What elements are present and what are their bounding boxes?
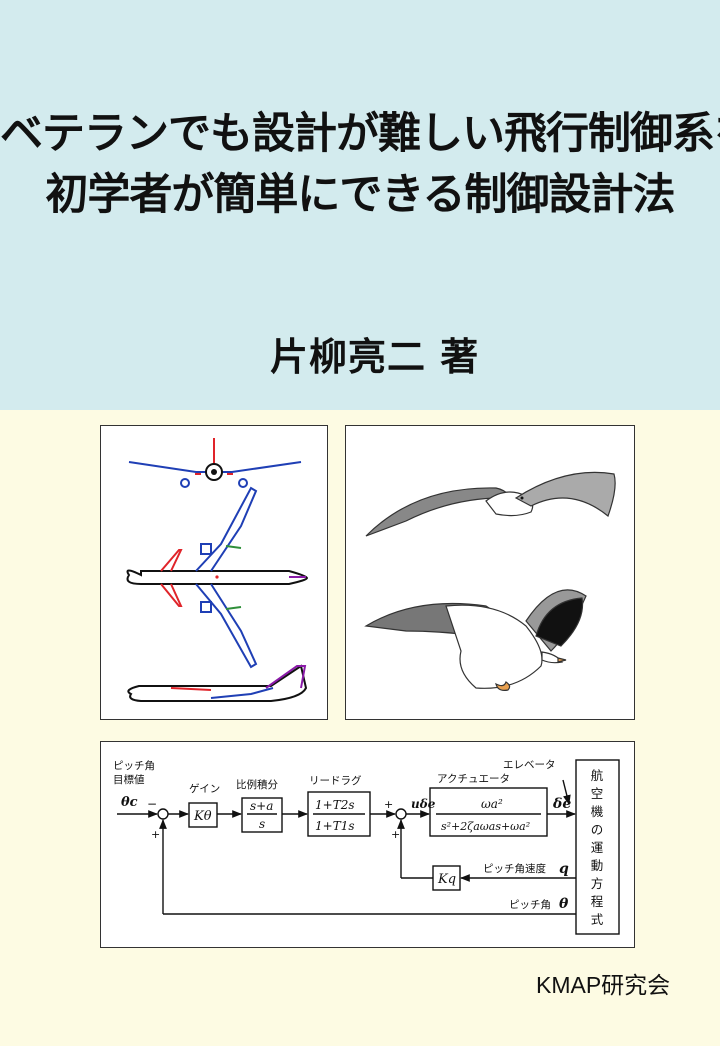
eom-char: 方 xyxy=(591,876,604,891)
plus-sign-1: + xyxy=(151,828,160,841)
eom-char: 空 xyxy=(591,786,604,801)
actuator-denominator: s²+2ζaωas+ωa² xyxy=(441,820,530,833)
elevator-label: エレベータ xyxy=(503,759,556,771)
seagulls xyxy=(364,471,616,691)
actuator-label: アクチュエータ xyxy=(437,773,510,785)
leadlag-numerator: 1+T2s xyxy=(315,798,355,812)
title-line-1: ベテランでも設計が難しい飛行制御系を xyxy=(0,109,720,159)
airplane-side-view xyxy=(127,664,308,702)
u-delta-e: uδe xyxy=(411,797,436,811)
seagull-illustration xyxy=(345,425,635,720)
airplane-front-view xyxy=(128,438,302,488)
airplane-three-view xyxy=(126,438,309,702)
eom-char: 運 xyxy=(591,840,604,855)
airplane-top-view xyxy=(126,486,309,669)
leadlag-denominator: 1+T1s xyxy=(315,819,355,833)
eom-char: 式 xyxy=(591,912,604,927)
theta-c: θc xyxy=(121,795,138,810)
publisher: KMAP研究会 xyxy=(536,972,671,998)
pitch-command-label-1: ピッチ角 xyxy=(113,760,155,772)
eom-char: 動 xyxy=(591,858,604,873)
actuator-numerator: ωa² xyxy=(481,797,503,811)
q-symbol: q xyxy=(559,861,569,877)
eom-char: 機 xyxy=(591,804,604,819)
k-theta: Kθ xyxy=(193,809,212,824)
theta-symbol: θ xyxy=(559,896,569,912)
eom-char: の xyxy=(591,822,604,837)
airplane-illustration xyxy=(100,425,328,720)
pitch-command-label-2: 目標値 xyxy=(113,773,145,786)
eom-char: 程 xyxy=(591,894,604,909)
pitch-label: ピッチ角 xyxy=(509,899,551,911)
pitch-rate-label: ピッチ角速度 xyxy=(483,862,546,875)
equations-of-motion-label: 航 空 機 の 運 動 方 程 式 xyxy=(591,768,604,927)
pi-numerator: s+a xyxy=(250,799,273,813)
control-block-diagram: ピッチ角 目標値 ゲイン 比例積分 リードラグ アクチュエータ エレベータ ピッ… xyxy=(100,741,635,948)
pi-denominator: s xyxy=(259,817,265,831)
k-q: Kq xyxy=(437,872,456,887)
leadlag-label: リードラグ xyxy=(309,774,362,787)
seagull-upper xyxy=(365,471,616,537)
delta-e: δe xyxy=(552,796,571,812)
gain-label: ゲイン xyxy=(189,783,220,795)
eom-char: 航 xyxy=(591,768,604,783)
plus-sign-3: + xyxy=(391,828,400,841)
title-line-2: 初学者が簡単にできる制御設計法 xyxy=(45,170,675,220)
plus-sign-2: + xyxy=(384,798,393,811)
author: 片柳亮二 著 xyxy=(270,335,480,379)
title-panel: ベテランでも設計が難しい飛行制御系を 初学者が簡単にできる制御設計法 片柳亮二 … xyxy=(0,0,720,410)
minus-sign: − xyxy=(147,797,157,811)
seagull-lower xyxy=(364,589,587,691)
pi-label: 比例積分 xyxy=(236,778,278,791)
book-title: ベテランでも設計が難しい飛行制御系を 初学者が簡単にできる制御設計法 xyxy=(0,104,720,226)
block-diagram-svg: ピッチ角 目標値 ゲイン 比例積分 リードラグ アクチュエータ エレベータ ピッ… xyxy=(113,759,620,935)
